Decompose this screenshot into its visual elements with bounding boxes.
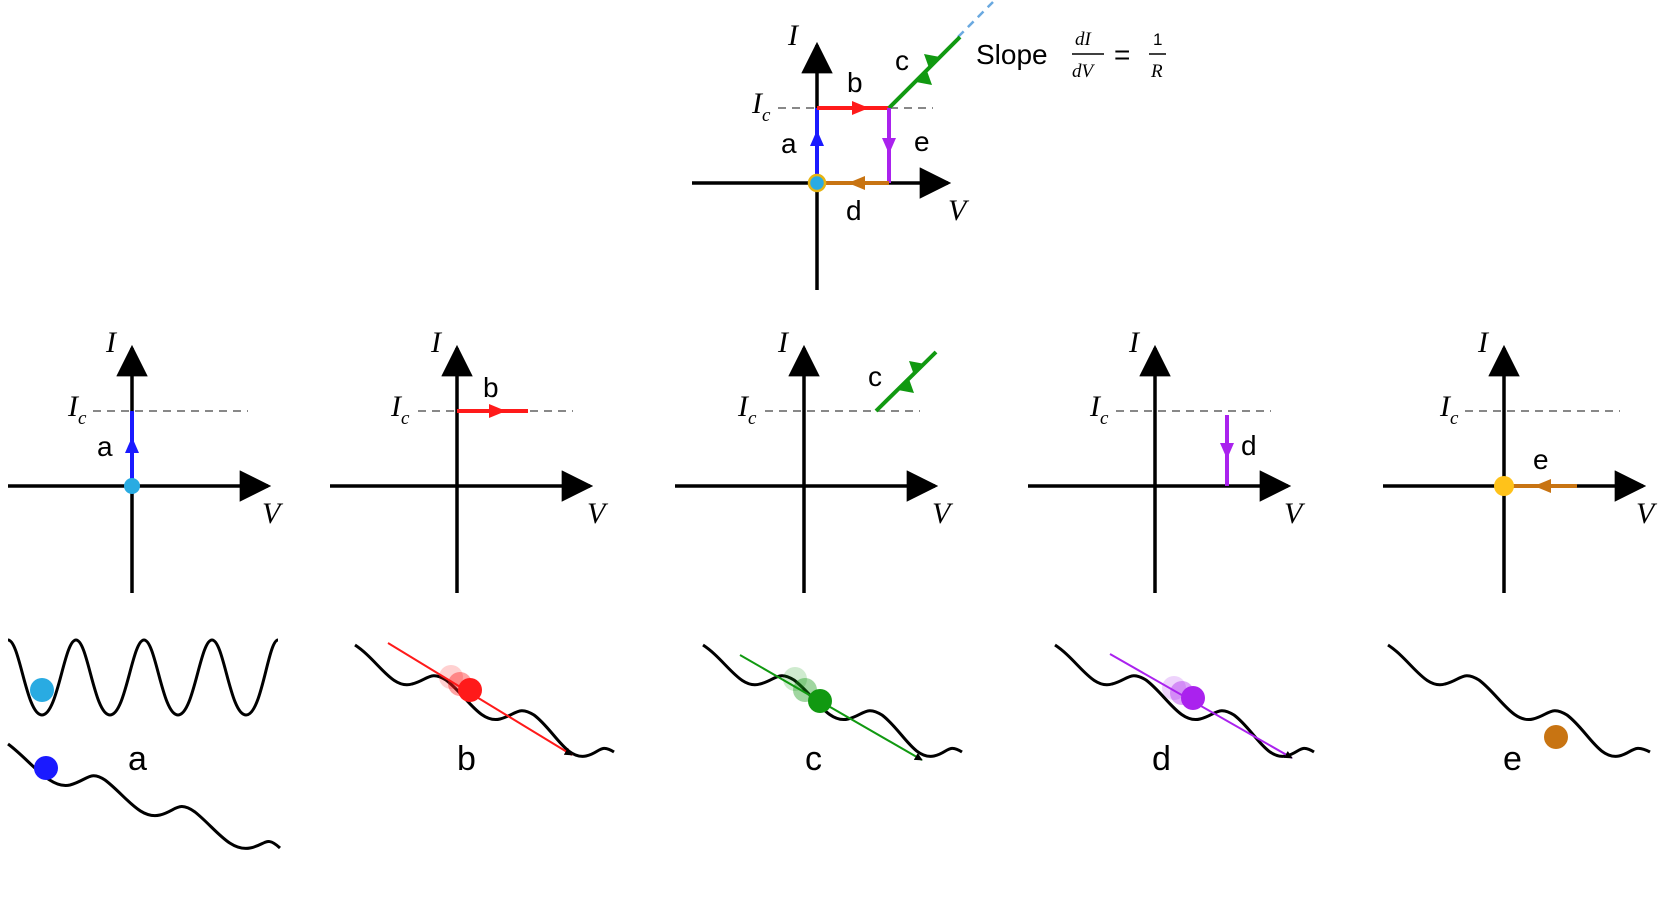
- main-i-axis-label: I: [787, 19, 800, 52]
- main-slope-line: [957, 1, 994, 38]
- washboard-c-particle-ghost-1: [783, 667, 807, 691]
- panel-d-v-label: V: [1284, 497, 1306, 530]
- panel-b-ic-label: Ic: [390, 390, 410, 429]
- washboard-c-particle: [808, 689, 832, 713]
- panel-d: I V Ic d: [1028, 326, 1306, 593]
- panel-a-v-label: V: [262, 497, 284, 530]
- washboard-a-caption: a: [128, 740, 147, 778]
- washboard-b-curve: [354, 643, 615, 758]
- panel-c: I V Ic c: [675, 326, 954, 593]
- washboard-b-force-arrow: [387, 642, 573, 756]
- panel-c-segment: [874, 350, 938, 413]
- washboard-b-particle-ghost-1: [439, 665, 463, 689]
- main-arrow-d: [848, 176, 865, 190]
- panel-a-origin-marker: [124, 478, 140, 494]
- washboard-a-flat-curve: [7, 638, 279, 717]
- slope-rhs-denominator: R: [1150, 61, 1163, 82]
- panel-e: I V Ic e: [1383, 326, 1658, 593]
- panel-c-segment-label: c: [868, 361, 882, 392]
- washboard-d-particle: [1181, 686, 1205, 710]
- panel-a-ic-label: Ic: [67, 390, 87, 429]
- panel-c-i-label: I: [777, 326, 790, 359]
- panel-c-ic-label: Ic: [737, 390, 757, 429]
- main-arrow-c-up: [916, 71, 932, 85]
- washboard-a-tilted-curve: [7, 742, 282, 850]
- panel-a-segment-label: a: [97, 431, 113, 462]
- main-arrow-c-down: [924, 54, 940, 68]
- washboard-e-particle: [1544, 725, 1568, 749]
- main-label-b: b: [847, 67, 863, 98]
- main-arrow-a: [810, 130, 824, 146]
- slope-denominator: dV: [1072, 61, 1096, 82]
- washboard-a: a: [7, 638, 282, 850]
- washboard-b-caption: b: [457, 740, 476, 778]
- panel-e-segment-label: e: [1533, 444, 1549, 475]
- panel-b-i-label: I: [430, 326, 443, 359]
- washboard-a-particle-light: [30, 678, 54, 702]
- washboard-c-curve: [702, 643, 963, 758]
- washboard-e-caption: e: [1503, 740, 1522, 778]
- washboard-d-particle-ghost-1: [1162, 676, 1186, 700]
- panel-c-arrow-down: [909, 361, 925, 375]
- panel-d-i-label: I: [1128, 326, 1141, 359]
- panel-a-i-label: I: [105, 326, 118, 359]
- washboard-b: b: [354, 642, 615, 778]
- panel-b-v-label: V: [587, 497, 609, 530]
- panel-b: I V Ic b: [330, 326, 609, 593]
- main-arrow-b: [852, 101, 869, 115]
- main-arrow-e: [882, 138, 896, 154]
- panel-e-i-label: I: [1477, 326, 1490, 359]
- panel-d-arrow: [1220, 443, 1234, 459]
- main-label-d: d: [846, 195, 862, 226]
- panel-e-v-label: V: [1636, 497, 1658, 530]
- washboard-c: c: [702, 643, 963, 778]
- panel-e-ic-label: Ic: [1439, 390, 1459, 429]
- washboard-e-curve: [1387, 643, 1651, 758]
- panel-c-arrow-up: [898, 379, 914, 393]
- washboard-c-force-arrow: [739, 654, 923, 761]
- panel-c-v-label: V: [932, 497, 954, 530]
- slope-equals: =: [1114, 39, 1130, 70]
- main-ic-label: Ic: [751, 87, 771, 126]
- main-origin-marker: [807, 173, 827, 193]
- washboard-d: d: [1054, 643, 1315, 778]
- washboard-b-particle: [458, 678, 482, 702]
- panel-e-arrow: [1534, 479, 1551, 493]
- slope-word: Slope: [976, 39, 1048, 70]
- washboard-d-caption: d: [1152, 740, 1171, 778]
- panel-d-segment-label: d: [1241, 430, 1257, 461]
- slope-rhs-numerator: 1: [1153, 30, 1162, 49]
- main-v-axis-label: V: [948, 194, 970, 227]
- main-label-a: a: [781, 128, 797, 159]
- slope-formula: Slope dI dV = 1 R: [976, 29, 1166, 82]
- panel-d-ic-label: Ic: [1089, 390, 1109, 429]
- main-segment-c: [887, 35, 962, 110]
- washboard-e: e: [1387, 643, 1651, 778]
- main-label-e: e: [914, 126, 930, 157]
- panel-b-segment-label: b: [483, 372, 499, 403]
- panel-a-arrow: [125, 437, 139, 453]
- slope-numerator: dI: [1075, 29, 1093, 50]
- main-label-c: c: [895, 45, 909, 76]
- washboard-a-particle-dark: [34, 756, 58, 780]
- washboard-c-caption: c: [805, 740, 822, 778]
- main-iv-diagram: I V Ic a b c e d Slope dI dV = 1: [692, 1, 1166, 290]
- panel-a: I V Ic a: [8, 326, 284, 593]
- panel-b-arrow: [489, 404, 506, 418]
- panel-e-origin-marker: [1494, 476, 1514, 496]
